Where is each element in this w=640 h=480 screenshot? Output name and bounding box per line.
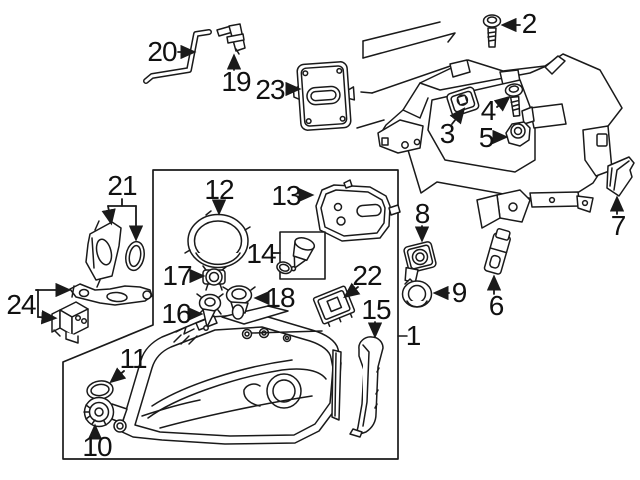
part-screw-4 (504, 83, 524, 117)
callout-7: 7 (610, 210, 627, 241)
callout-19: 19 (221, 66, 251, 97)
part-bulb-holder-17 (202, 265, 227, 291)
callout-16: 16 (161, 298, 191, 329)
callout-1: 1 (405, 320, 422, 351)
callout-21: 21 (107, 170, 137, 201)
part-bulb-kit-14 (276, 231, 326, 280)
part-oring-11 (86, 380, 114, 400)
callout-15: 15 (361, 294, 391, 325)
callout-13: 13 (271, 180, 301, 211)
part-cap-10 (83, 396, 128, 433)
part-seal-9 (401, 278, 433, 308)
callout-10: 10 (82, 431, 112, 462)
part-trim-strip-15 (349, 336, 384, 438)
callout-arrows (35, 17, 625, 440)
part-lever-24 (69, 283, 153, 306)
callout-23: 23 (255, 74, 285, 105)
part-bulb-socket-18 (222, 285, 256, 320)
callout-9: 9 (451, 277, 468, 308)
part-nut (505, 121, 531, 147)
callout-2: 2 (521, 8, 538, 39)
part-oring-21 (125, 240, 145, 272)
part-holder-6 (483, 227, 511, 275)
callout-14: 14 (246, 238, 276, 269)
part-bracket-7 (606, 156, 635, 197)
part-headlamp-sensor (216, 23, 246, 55)
part-bulb-socket-8 (403, 241, 437, 284)
part-vent-hose (143, 29, 212, 84)
part-bulb-16 (196, 293, 224, 331)
callout-5: 5 (478, 122, 495, 153)
callout-3: 3 (439, 118, 456, 149)
callout-8: 8 (414, 198, 431, 229)
part-bracket-24 (51, 301, 89, 344)
support-frame-panel (356, 21, 623, 229)
callout-6: 6 (488, 290, 505, 321)
callout-20: 20 (147, 36, 177, 67)
callout-17: 17 (162, 260, 192, 291)
callout-11: 11 (119, 343, 147, 374)
part-headlamp-assembly (119, 305, 342, 445)
part-screw-2 (482, 14, 502, 48)
callout-4: 4 (480, 95, 497, 126)
callout-12: 12 (204, 174, 234, 205)
callout-24: 24 (6, 289, 36, 320)
part-cover-13 (315, 179, 401, 242)
callout-22: 22 (352, 260, 382, 291)
part-bracket-21 (85, 220, 122, 288)
part-control-module (292, 61, 356, 131)
callout-18: 18 (265, 282, 295, 313)
